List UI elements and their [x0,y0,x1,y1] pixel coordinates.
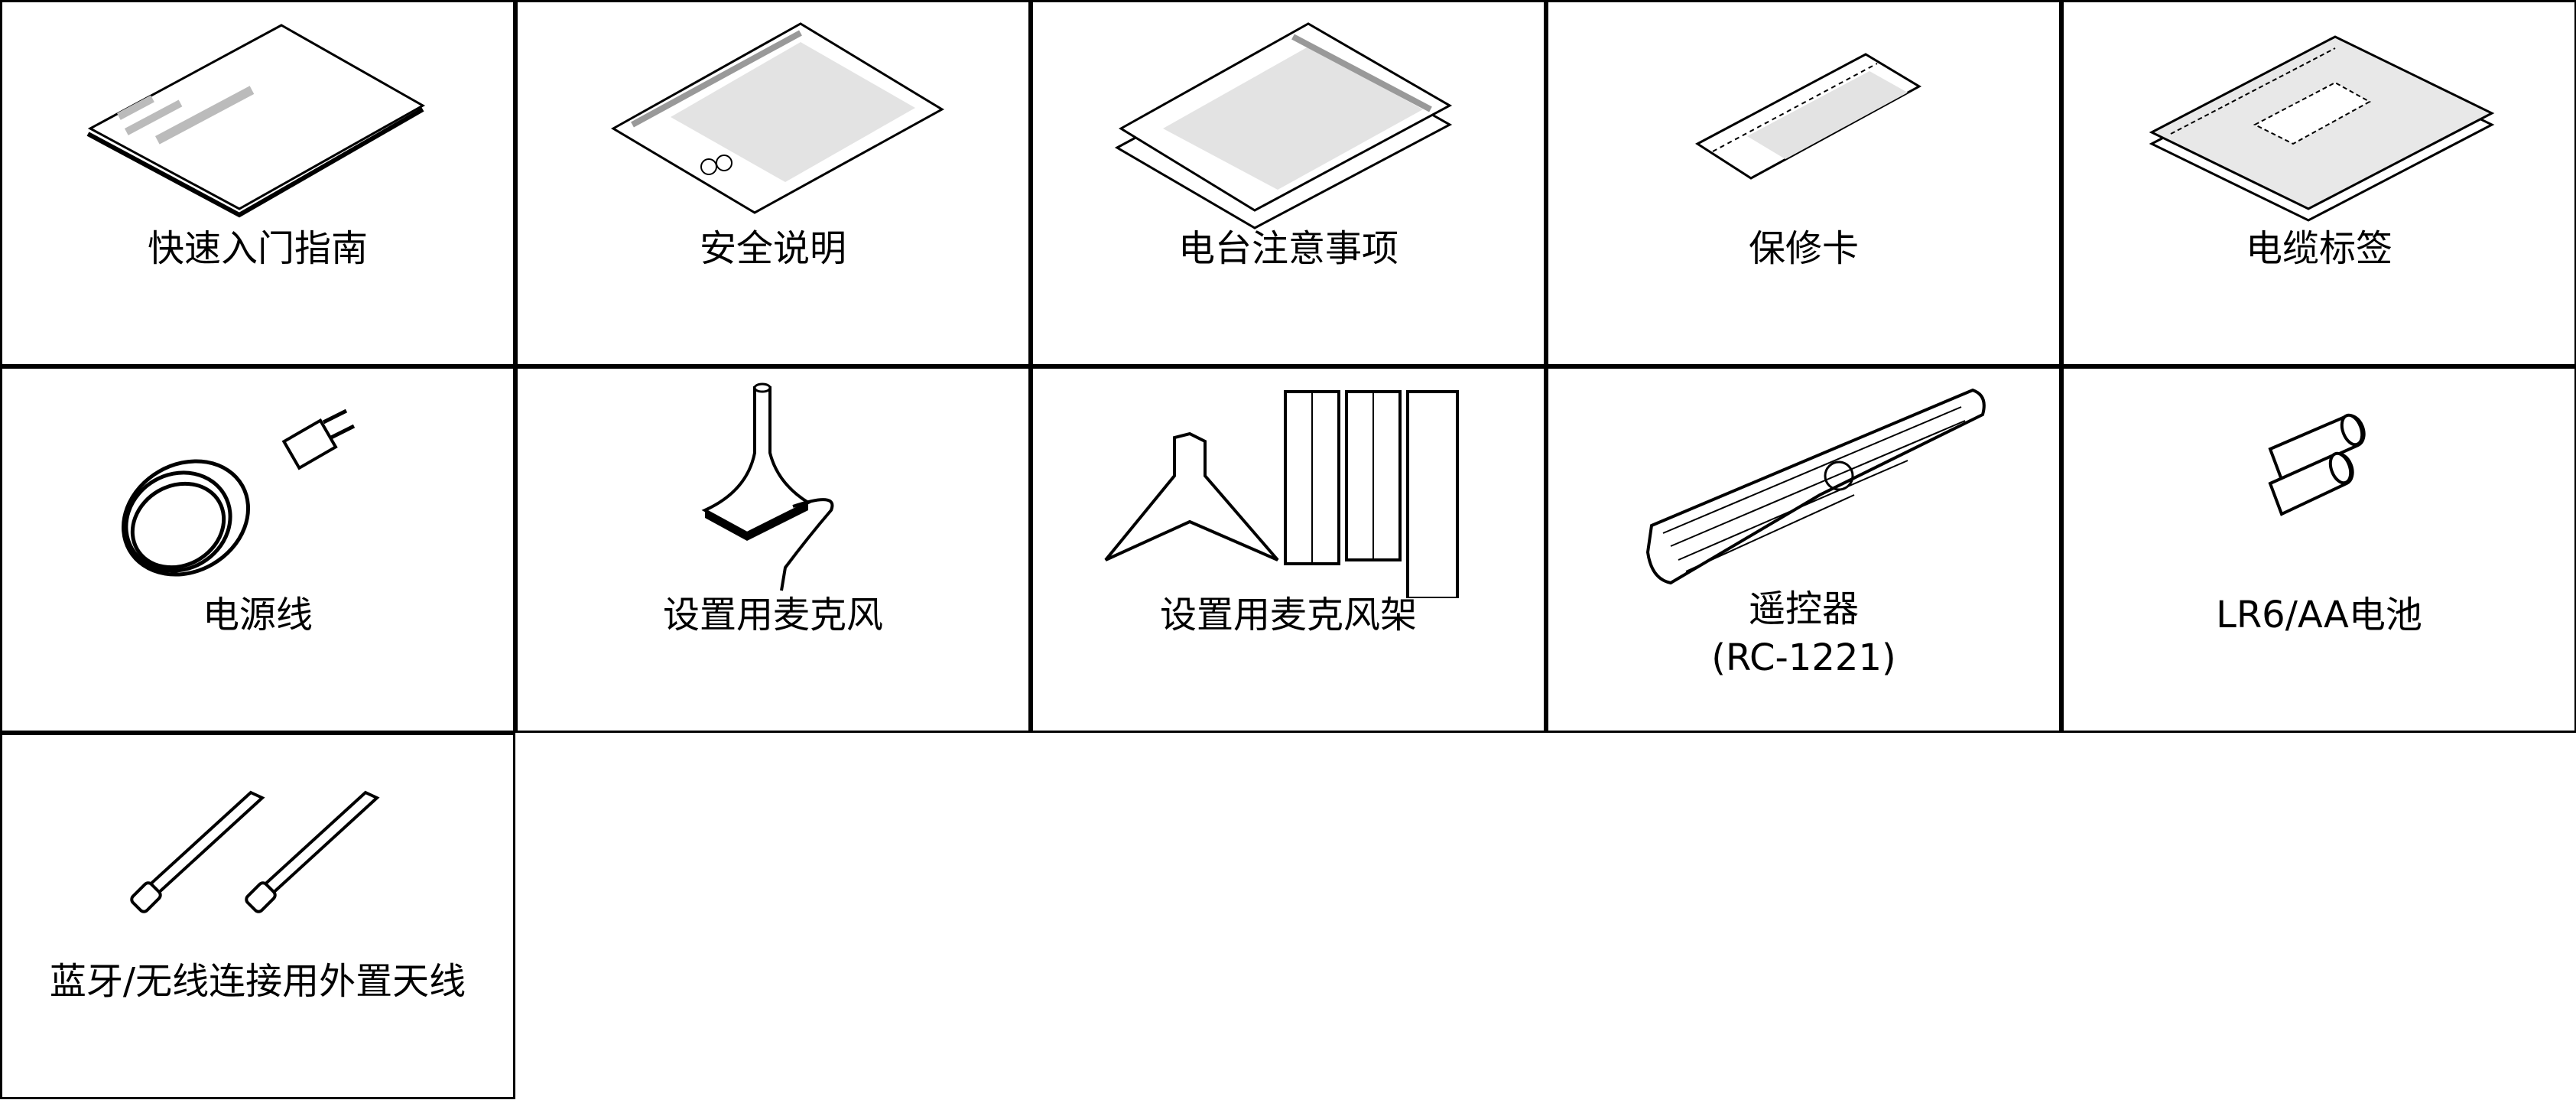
item-batteries: LR6/AA电池 [2061,366,2576,733]
item-radio-notes: 电台注意事项 [1031,0,1546,366]
item-label: 安全说明 [699,227,846,270]
cable-labels-icon [2149,35,2495,222]
item-microphone-stand: 设置用麦克风架 [1031,366,1546,733]
power-cord-icon [121,408,356,577]
setup-microphone-icon [701,382,834,591]
item-cable-labels: 电缆标签 [2061,0,2576,366]
item-label: 快速入门指南 [147,227,368,270]
item-power-cord: 电源线 [0,366,515,733]
warranty-card-icon [1695,53,1922,180]
item-label: 电缆标签 [2245,227,2392,270]
item-setup-microphone: 设置用麦克风 [515,366,1031,733]
item-label-name: 遥控器 [1748,587,1859,630]
item-warranty-card: 保修卡 [1546,0,2061,366]
item-label: 遥控器 (RC-1221) [1548,584,2059,682]
radio-notes-icon [1114,22,1453,229]
item-label: 电源线 [202,594,313,636]
item-label: 设置用麦克风架 [1159,594,1417,636]
item-quick-start-guide: 快速入门指南 [0,0,515,366]
microphone-stand-icon [1104,390,1459,598]
item-antennas: 蓝牙/无线连接用外置天线 [0,733,515,1099]
remote-control-icon [1645,388,1986,585]
item-label: 设置用麦克风 [662,594,883,636]
quick-start-guide-icon [86,24,426,218]
item-safety-instructions: 安全说明 [515,0,1031,366]
item-label: 蓝牙/无线连接用外置天线 [49,960,466,1003]
item-label: LR6/AA电池 [2216,594,2422,636]
item-label: 保修卡 [1748,227,1859,270]
item-label-model: (RC-1221) [1711,636,1896,679]
batteries-icon [2268,413,2366,516]
item-label: 电台注意事项 [1178,227,1398,270]
safety-instructions-icon [610,22,944,214]
item-remote-control: 遥控器 (RC-1221) [1546,366,2061,733]
antennas-icon [130,790,380,913]
